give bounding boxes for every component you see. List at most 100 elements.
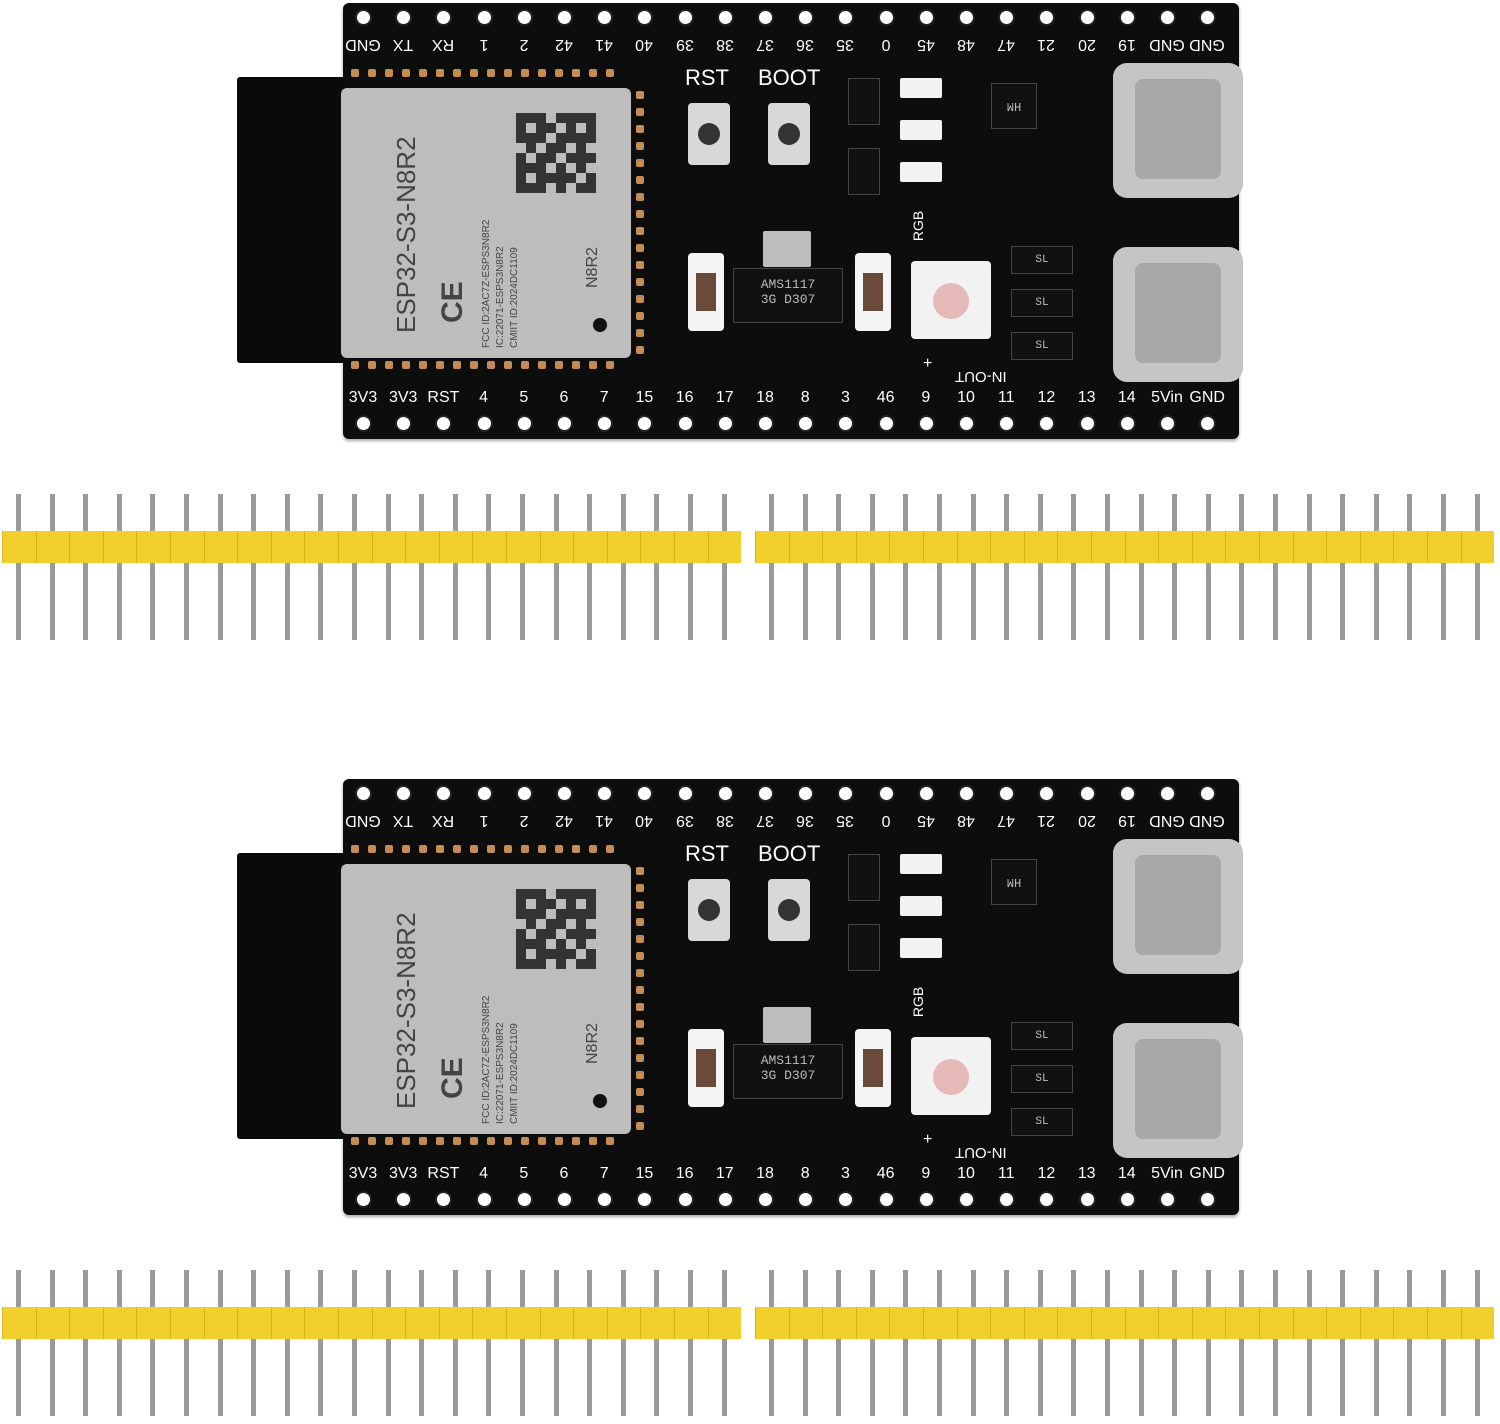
- pin-label-top: 36: [796, 36, 815, 53]
- header-hole-top: [1161, 787, 1174, 800]
- module-variant: N8R2: [584, 1023, 601, 1064]
- usb-c-port[interactable]: [1113, 247, 1243, 382]
- usb-c-port[interactable]: [1113, 63, 1243, 198]
- pin-label-bottom: 8: [800, 1165, 810, 1182]
- module-pad: [504, 1137, 512, 1145]
- header-divider: [1259, 531, 1260, 563]
- module-pad: [402, 1137, 410, 1145]
- pin-label-top: 45: [916, 812, 935, 829]
- module-cert-text: FCC ID:2AC7Z-ESPS3N8R2: [481, 219, 492, 348]
- pin-label-top: 40: [635, 36, 654, 53]
- usb-c-port[interactable]: [1113, 839, 1243, 974]
- module-pad: [572, 1137, 580, 1145]
- header-pin: [419, 494, 425, 640]
- header-pin: [654, 494, 660, 640]
- header-hole-top: [1080, 11, 1094, 24]
- header-divider: [822, 531, 824, 563]
- header-divider: [889, 1307, 891, 1339]
- header-pin: [184, 494, 189, 640]
- header-divider: [1158, 1307, 1160, 1339]
- header-hole-top: [799, 11, 813, 24]
- header-divider: [1393, 531, 1395, 563]
- schottky-diode: SL: [1011, 1108, 1073, 1136]
- module-pad: [636, 346, 644, 354]
- pin-label-bottom: 17: [715, 1165, 734, 1182]
- module-pad: [351, 845, 359, 853]
- header-pin: [903, 1270, 909, 1416]
- header-hole-top: [598, 787, 612, 800]
- pin-label-top: 48: [957, 812, 975, 829]
- header-divider: [1191, 531, 1193, 563]
- module-pad: [368, 69, 376, 77]
- header-divider: [539, 531, 541, 563]
- status-led: [900, 162, 942, 182]
- header-divider: [1292, 1307, 1294, 1339]
- boot-button[interactable]: [768, 103, 810, 165]
- header-divider: [506, 531, 507, 563]
- header-divider: [136, 1307, 138, 1339]
- pin-label-bottom: 4: [479, 389, 489, 406]
- module-pad: [419, 69, 427, 77]
- rgb-led: [911, 261, 991, 339]
- module-pad: [436, 361, 444, 369]
- module-pad: [504, 845, 512, 853]
- header-hole-bottom: [357, 417, 370, 430]
- module-pad: [538, 845, 546, 853]
- pin-label-bottom: 46: [876, 1165, 895, 1182]
- pin-label-top: GND: [345, 812, 381, 829]
- header-pin: [721, 494, 727, 640]
- usb-c-port[interactable]: [1113, 1023, 1243, 1158]
- pin-label-bottom: 13: [1077, 389, 1096, 406]
- header-divider: [1023, 531, 1025, 563]
- module-pad: [402, 845, 410, 853]
- module-pad: [589, 845, 597, 853]
- pin-header-strip-2: [0, 1264, 1500, 1424]
- header-pin: [452, 494, 458, 640]
- transistor: [848, 924, 880, 971]
- pin-label-bottom: 10: [957, 1165, 975, 1182]
- reset-button[interactable]: [688, 879, 730, 941]
- pin-label-top: 41: [595, 36, 614, 53]
- header-pin: [1172, 494, 1178, 640]
- pin-label-top: GND: [1149, 36, 1185, 53]
- pin-label-top: 21: [1037, 36, 1056, 53]
- module-pad: [368, 361, 376, 369]
- header-divider: [35, 531, 37, 563]
- pin-label-bottom: 5: [519, 1165, 529, 1182]
- header-hole-bottom: [558, 417, 571, 430]
- header-divider: [573, 531, 575, 563]
- module-pad: [636, 159, 644, 167]
- header-divider: [203, 1307, 205, 1339]
- pin-label-top: TX: [392, 36, 414, 53]
- header-divider: [674, 531, 675, 563]
- header-pin: [688, 494, 693, 640]
- pin-label-top: 47: [997, 812, 1016, 829]
- header-hole-bottom: [879, 1193, 893, 1206]
- header-hole-bottom: [437, 1193, 451, 1206]
- pin-label-top: 36: [796, 812, 815, 829]
- header-divider: [1460, 1307, 1462, 1339]
- header-hole-top: [1201, 11, 1215, 24]
- header-hole-bottom: [759, 1193, 772, 1206]
- boot-button[interactable]: [768, 879, 810, 941]
- module-pad: [636, 125, 644, 133]
- pin-label-bottom: 3V3: [348, 1165, 378, 1182]
- module-pad: [453, 1137, 461, 1145]
- module-pad: [636, 884, 644, 892]
- pin-label-bottom: RST: [427, 1165, 460, 1182]
- header-hole-bottom: [1201, 1193, 1215, 1206]
- module-pad: [636, 210, 644, 218]
- header-pin: [587, 494, 593, 640]
- pin-label-bottom: 46: [876, 389, 895, 406]
- header-pin: [769, 494, 774, 640]
- pin-label-top: GND: [1149, 812, 1185, 829]
- header-divider: [102, 531, 104, 563]
- header-pin: [1138, 1270, 1144, 1416]
- header-pin: [1105, 494, 1110, 640]
- header-hole-top: [477, 787, 491, 800]
- reset-button[interactable]: [688, 103, 730, 165]
- module-pad: [487, 69, 495, 77]
- module-pad: [555, 361, 563, 369]
- header-hole-bottom: [879, 417, 893, 430]
- module-cert-text: CMIIT ID:2024DC1109: [509, 247, 520, 348]
